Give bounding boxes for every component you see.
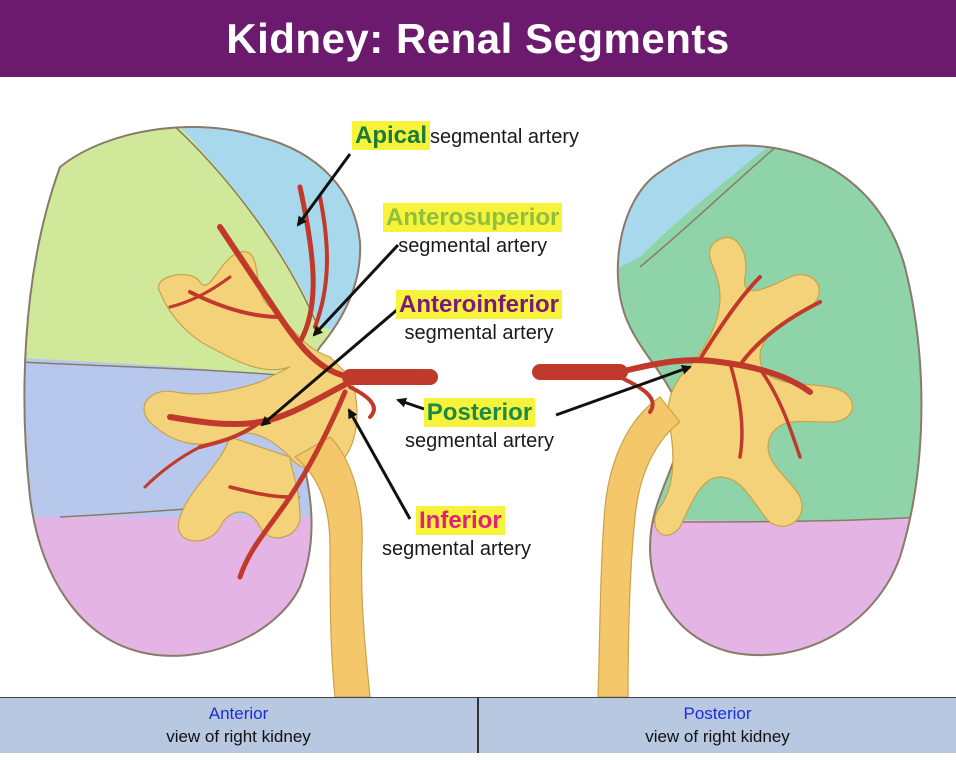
arrow-apical <box>296 153 352 227</box>
label-anteroinferior-sub: segmental artery <box>404 322 554 344</box>
caption-posterior-sub: view of right kidney <box>645 727 790 746</box>
caption-posterior-view: Posterior <box>683 704 752 723</box>
title-bar: Kidney: Renal Segments <box>0 0 956 77</box>
arrow-anterosuperior <box>312 243 400 337</box>
posterior-kidney <box>532 144 923 698</box>
label-anterosuperior-name: Anterosuperior <box>383 203 563 232</box>
arteries-posterior <box>532 275 822 459</box>
label-posterior-name: Posterior <box>423 398 536 427</box>
label-anterosuperior: Anterosuperior segmental artery <box>383 203 563 257</box>
anterior-kidney <box>23 126 438 698</box>
segment-inferior-posterior <box>617 517 922 656</box>
segment-inferior <box>24 517 330 656</box>
label-anterosuperior-sub: segmental artery <box>398 235 548 257</box>
caption-posterior: Posterior view of right kidney <box>477 697 956 753</box>
arrow-anteroinferior <box>260 307 399 427</box>
label-posterior: Posterior segmental artery <box>405 398 554 452</box>
caption-anterior-sub: view of right kidney <box>166 727 311 746</box>
label-anteroinferior: Anteroinferior segmental artery <box>396 290 563 344</box>
caption-anterior: Anterior view of right kidney <box>0 697 477 753</box>
label-inferior-name: Inferior <box>416 506 505 535</box>
label-inferior: Inferior segmental artery <box>382 506 531 560</box>
caption-anterior-view: Anterior <box>208 704 269 723</box>
renal-pelvis-posterior <box>654 236 854 536</box>
arteries-anterior <box>143 184 438 580</box>
kidney-illustration <box>23 126 923 698</box>
bottom-strip <box>0 753 956 760</box>
footer-captions: Anterior view of right kidney Posterior … <box>0 697 956 753</box>
label-inferior-sub: segmental artery <box>382 538 531 560</box>
page-title: Kidney: Renal Segments <box>226 14 730 62</box>
label-posterior-sub: segmental artery <box>405 430 554 452</box>
label-apical-sub: segmental artery <box>430 126 579 148</box>
label-apical-name: Apical <box>352 121 431 150</box>
arrow-posterior-left <box>396 397 425 411</box>
label-arrows <box>260 153 692 520</box>
arrow-posterior-right <box>555 364 692 417</box>
label-anteroinferior-name: Anteroinferior <box>396 290 563 319</box>
arrow-inferior <box>347 408 412 520</box>
